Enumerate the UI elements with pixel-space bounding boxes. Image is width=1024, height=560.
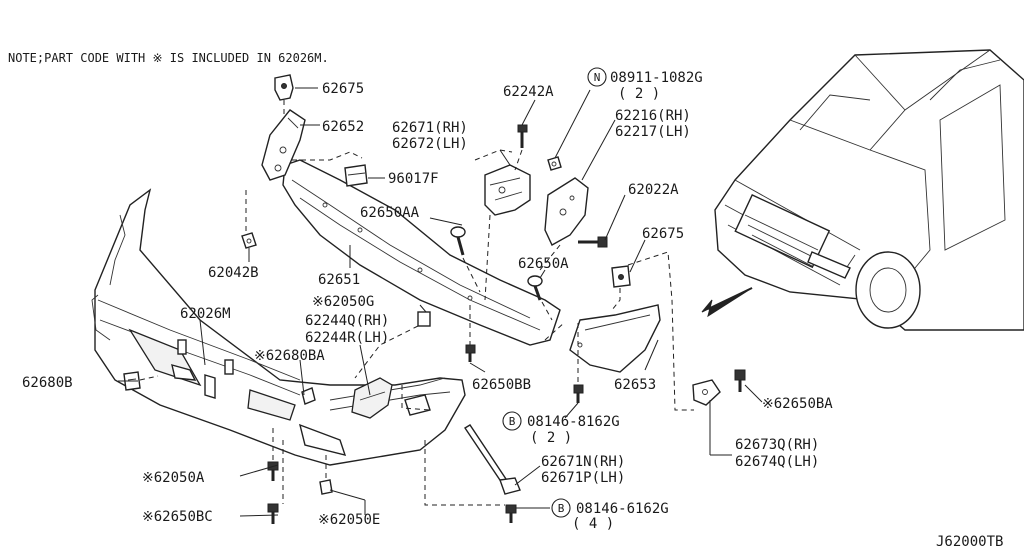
bracket-62673Q-62674Q <box>692 379 721 406</box>
stay-62671N-62671P <box>464 424 521 495</box>
bolt-b1-mark: B <box>509 415 516 428</box>
bracket-62244Q-62244R <box>351 377 393 419</box>
part-labels: 62675 62652 96017F 62042B 62651 62650AA … <box>22 67 1003 550</box>
label-08146-6162G-qty: ( 4 ) <box>572 516 614 532</box>
bolt-62022A <box>578 236 608 248</box>
bracket-62671-62672 <box>484 164 531 216</box>
label-62650BB: 62650BB <box>472 377 531 393</box>
clip-62675-top <box>274 74 294 101</box>
label-08911-1082G: 08911-1082G <box>610 70 703 86</box>
nut-08911 <box>547 156 562 171</box>
label-96017F: 96017F <box>388 171 439 187</box>
label-62671P-lh: 62671P(LH) <box>541 470 625 486</box>
label-08911-qty: ( 2 ) <box>618 86 660 102</box>
dashed-lines <box>139 100 694 506</box>
bumper-reinforcement <box>282 159 561 346</box>
side-cover-62653 <box>569 304 661 373</box>
drawing-code: J62000TB <box>936 534 1003 550</box>
bracket-62216-62217 <box>544 177 589 246</box>
label-62050E: ※62050E <box>318 512 380 528</box>
label-62242A: 62242A <box>503 84 554 100</box>
bracket-62652 <box>261 109 306 181</box>
label-62216-rh: 62216(RH) <box>615 108 691 124</box>
bolt-n-circle <box>587 67 607 87</box>
label-62650A: 62650A <box>518 256 569 272</box>
label-62675-right: 62675 <box>642 226 684 242</box>
label-62050G: ※62050G <box>312 294 374 310</box>
label-08146-6162G: 08146-6162G <box>576 501 669 517</box>
nut-96017F <box>344 164 368 187</box>
bolt-62650AA <box>450 226 466 256</box>
bolt-62650BB <box>465 344 476 362</box>
bolt-62242A <box>517 124 528 148</box>
label-62674Q-lh: 62674Q(LH) <box>735 454 819 470</box>
bolt-n-mark: N <box>594 71 601 84</box>
label-62651: 62651 <box>318 272 360 288</box>
label-62680B: 62680B <box>22 375 73 391</box>
bolt-08146-8162G <box>573 384 584 403</box>
label-62022A: 62022A <box>628 182 679 198</box>
label-08146-8162G-qty: ( 2 ) <box>530 430 572 446</box>
label-62653: 62653 <box>614 377 656 393</box>
bolt-62050A <box>267 461 279 481</box>
vehicle-illustration <box>714 49 1024 331</box>
leader-lines <box>118 87 763 517</box>
label-08146-8162G: 08146-8162G <box>527 414 620 430</box>
bolt-62650BC <box>267 503 279 524</box>
bolt-b1-circle <box>502 411 522 431</box>
label-62217-lh: 62217(LH) <box>615 124 691 140</box>
clip-62680BA <box>301 387 316 405</box>
label-62672-lh: 62672(LH) <box>392 136 468 152</box>
bolt-62650A <box>527 275 543 301</box>
label-62244Q-rh: 62244Q(RH) <box>305 313 389 329</box>
label-62652: 62652 <box>322 119 364 135</box>
label-62675-top: 62675 <box>322 81 364 97</box>
label-62244R-lh: 62244R(LH) <box>305 330 389 346</box>
label-62042B: 62042B <box>208 265 259 281</box>
label-62650BC: ※62650BC <box>142 509 213 525</box>
label-62650AA: 62650AA <box>360 205 420 221</box>
label-62671N-rh: 62671N(RH) <box>541 454 625 470</box>
note-text: NOTE;PART CODE WITH ※ IS INCLUDED IN 620… <box>8 51 329 65</box>
bolt-b2-mark: B <box>558 502 565 515</box>
clip-62042B <box>241 232 257 249</box>
label-62673Q-rh: 62673Q(RH) <box>735 437 819 453</box>
bolt-b2-circle <box>551 498 571 518</box>
label-62650BA: ※62650BA <box>762 396 833 412</box>
label-62671-rh: 62671(RH) <box>392 120 468 136</box>
clip-62050E <box>319 479 333 495</box>
clip-62050G <box>417 311 431 327</box>
bolt-08146-6162G <box>505 504 517 523</box>
bolt-62650BA <box>734 369 746 392</box>
label-62050A: ※62050A <box>142 470 205 486</box>
clip-62675-right <box>611 265 631 288</box>
label-62680BA: ※62680BA <box>254 348 325 364</box>
label-62026M: 62026M <box>180 306 231 322</box>
